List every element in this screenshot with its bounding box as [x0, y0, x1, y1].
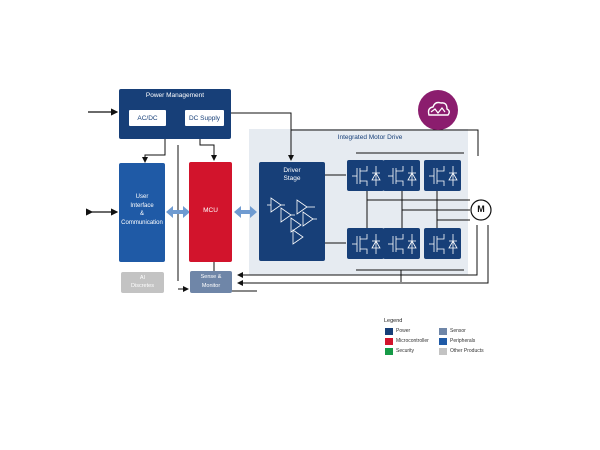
legend-label-other-products: Other Products — [450, 348, 484, 354]
legend-swatch-sensor — [439, 328, 447, 335]
user-interface-label: User Interface & Communication — [121, 194, 163, 226]
legend-swatch-peripherals — [439, 338, 447, 345]
feedback-wire-1 — [237, 225, 489, 286]
driver-stage-label: Driver Stage — [283, 167, 301, 182]
legend-label-sensor: Sensor — [450, 328, 466, 334]
integrated-motor-drive-title: Integrated Motor Drive — [337, 134, 403, 141]
feedback-wire-2 — [237, 225, 478, 278]
motor-circle — [470, 199, 492, 221]
legend-swatch-power — [385, 328, 393, 335]
legend-swatch-microcontroller — [385, 338, 393, 345]
low-side-switch-2[interactable] — [383, 228, 420, 259]
power-rail-wire — [291, 129, 479, 156]
legend-title: Legend — [384, 318, 403, 324]
power-to-mcu-wire — [199, 137, 217, 161]
mcu-label: MCU — [203, 207, 218, 214]
legend-swatch-other-products — [439, 348, 447, 355]
cloud-wave-icon — [427, 101, 450, 116]
power-to-ui-wire — [142, 137, 166, 163]
high-side-switch-2[interactable] — [383, 160, 420, 191]
user-interface-block[interactable]: User Interface & Communication — [119, 163, 165, 262]
ui-mcu-double-arrow — [166, 206, 190, 218]
power-management-title: Power Management — [145, 92, 205, 99]
brand-badge — [418, 90, 458, 130]
legend-label-security: Security — [396, 348, 415, 354]
legend-label-power: Power — [396, 328, 411, 334]
high-side-switch-3[interactable] — [424, 160, 461, 191]
low-side-switch-3[interactable] — [424, 228, 461, 259]
low-side-switch-1[interactable] — [347, 228, 384, 259]
driver-stage-block[interactable]: Driver Stage — [259, 162, 325, 261]
power-management-block[interactable]: Power Management AC/DC DC Supply — [119, 89, 231, 139]
mcu-driver-double-arrow — [234, 206, 257, 218]
legend-label-microcontroller: Microcontroller — [396, 338, 429, 344]
ai-discretes-block[interactable]: AI Discretes — [121, 272, 164, 293]
legend-swatch-security — [385, 348, 393, 355]
mcu-block[interactable]: MCU — [189, 162, 232, 262]
motor-label: M — [477, 204, 485, 214]
sense-monitor-label: Sense & Monitor — [200, 274, 222, 289]
legend: Legend Power Sensor Microcontroller Peri… — [382, 318, 507, 363]
sense-monitor-block[interactable]: Sense & Monitor — [190, 271, 232, 293]
legend-label-peripherals: Peripherals — [450, 338, 476, 344]
ai-discretes-label: AI Discretes — [131, 275, 154, 289]
dc-supply-block[interactable]: DC Supply — [185, 110, 224, 126]
driver-stage-amplifier-icons — [267, 197, 317, 245]
high-side-switch-1[interactable] — [347, 160, 384, 191]
acdc-block[interactable]: AC/DC — [129, 110, 166, 126]
power-to-motor-drive-wire — [229, 112, 294, 161]
